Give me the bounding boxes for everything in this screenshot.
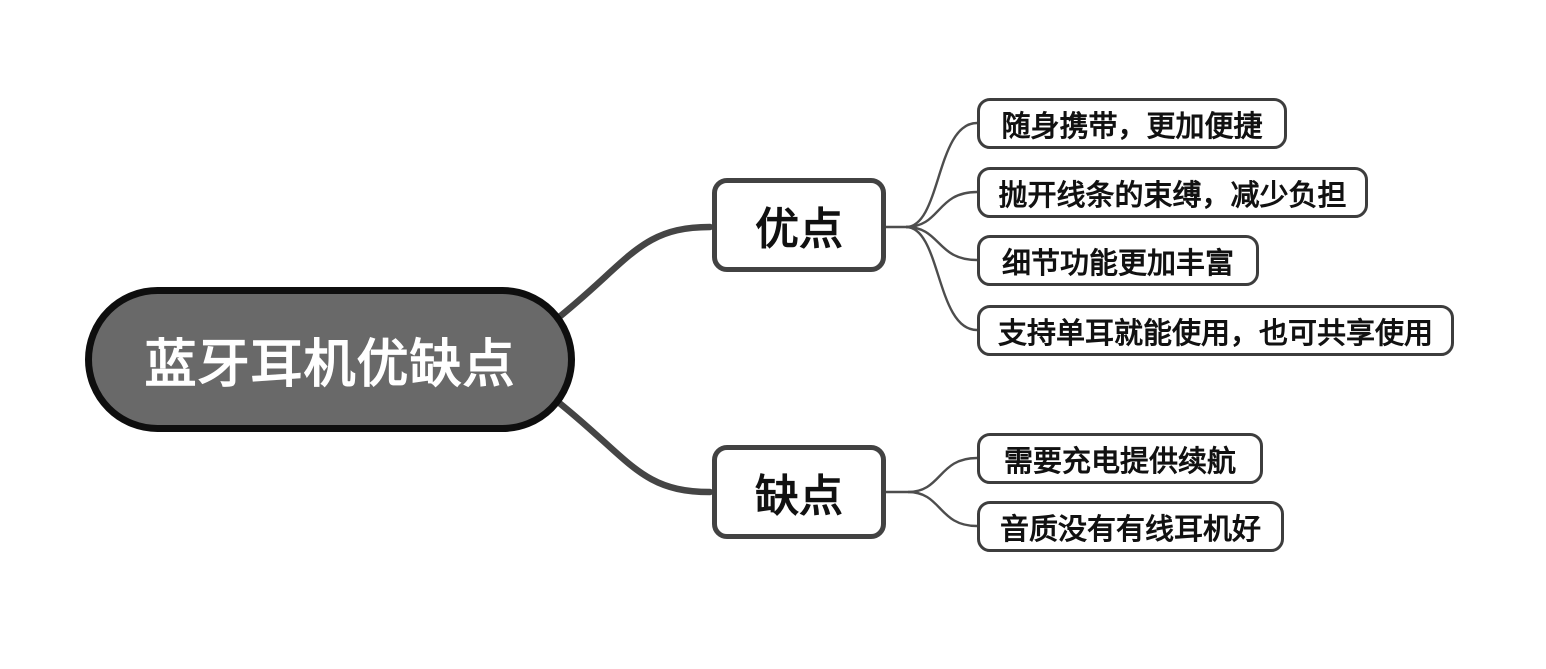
root-node[interactable]: 蓝牙耳机优缺点 [85,287,575,432]
edge-advantages-child-4 [905,225,978,332]
edge-disadvantages-child-1 [907,456,978,494]
branch-node-advantages[interactable]: 优点 [712,178,886,272]
child-node-advantage-4[interactable]: 支持单耳就能使用，也可共享使用 [977,305,1454,356]
child-node-disadvantage-1[interactable]: 需要充电提供续航 [977,433,1263,484]
edge-advantages-child-3 [905,225,978,262]
edge-advantages-child-2 [905,190,978,229]
child-node-advantage-2[interactable]: 抛开线条的束缚，减少负担 [977,167,1368,218]
branch-node-disadvantages[interactable]: 缺点 [712,445,886,539]
edge-disadvantages-child-2 [907,490,978,528]
child-node-disadvantage-2[interactable]: 音质没有有线耳机好 [977,501,1284,552]
child-node-advantage-3[interactable]: 细节功能更加丰富 [977,235,1259,286]
child-node-advantage-1[interactable]: 随身携带，更加便捷 [977,98,1287,149]
edge-advantages-child-1 [905,121,978,229]
